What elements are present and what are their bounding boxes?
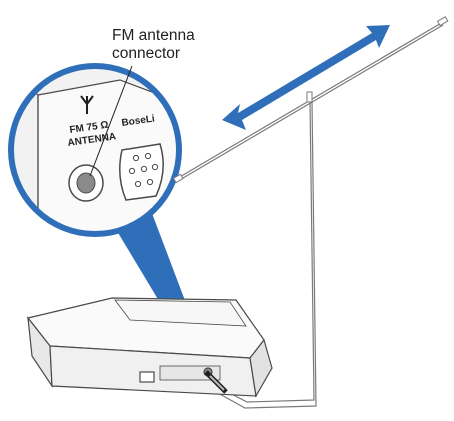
bose-link-port — [119, 143, 164, 201]
neighbor-port-label: BoseLi — [121, 113, 156, 129]
port-label-line1: FM 75 Ω — [69, 120, 109, 136]
double-headed-arrow-icon — [222, 25, 390, 130]
wave-music-system — [26, 297, 273, 398]
antenna-plug — [204, 370, 228, 394]
callout-line-1: FM antenna — [112, 27, 195, 44]
callout-label: FM antenna connector — [112, 27, 195, 63]
callout-leader — [89, 65, 133, 177]
antenna-icon — [80, 95, 94, 114]
fm-antenna-connector — [68, 164, 104, 202]
callout-line-2: connector — [112, 45, 181, 62]
zoom-panel: FM 75 Ω ANTENNA BoseLi — [8, 63, 182, 237]
